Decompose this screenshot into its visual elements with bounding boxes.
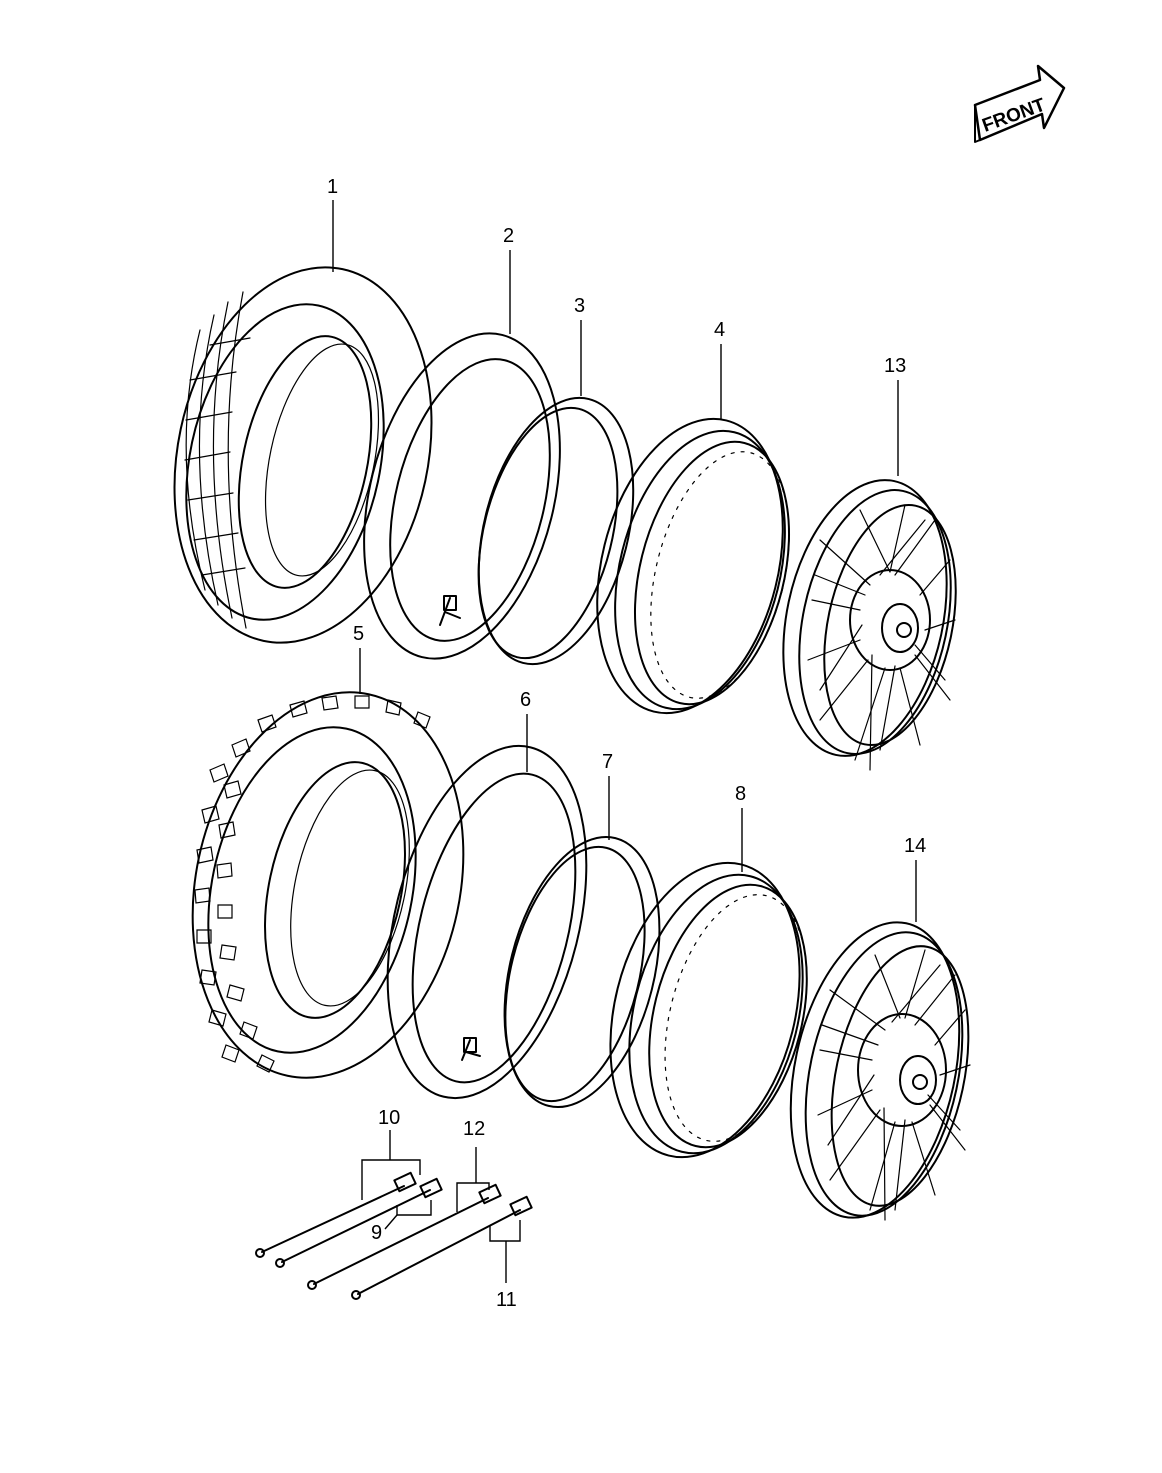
front-rim-band bbox=[477, 396, 635, 666]
front-wheel-assembly bbox=[782, 479, 957, 771]
label-4: 4 bbox=[714, 319, 725, 341]
front-tire bbox=[173, 266, 433, 644]
rear-wheel-assembly bbox=[789, 921, 971, 1221]
rear-tube bbox=[386, 744, 588, 1100]
spokes-group bbox=[255, 1171, 533, 1300]
label-1: 1 bbox=[327, 176, 338, 198]
label-2: 2 bbox=[503, 225, 514, 247]
label-13: 13 bbox=[884, 355, 906, 377]
rear-tire bbox=[191, 691, 465, 1079]
rear-rim bbox=[609, 861, 808, 1159]
label-12: 12 bbox=[463, 1118, 485, 1140]
label-7: 7 bbox=[602, 751, 613, 773]
rear-rim-band bbox=[503, 835, 661, 1109]
front-rim bbox=[596, 417, 791, 715]
label-10: 10 bbox=[378, 1107, 400, 1129]
label-5: 5 bbox=[353, 623, 364, 645]
label-9: 9 bbox=[371, 1222, 382, 1244]
label-6: 6 bbox=[520, 689, 531, 711]
wheel-spokes bbox=[817, 949, 971, 1221]
label-14: 14 bbox=[904, 835, 926, 857]
tire-tread-ribs bbox=[184, 291, 251, 629]
label-3: 3 bbox=[574, 295, 585, 317]
front-tube bbox=[363, 332, 561, 660]
wheel-spokes bbox=[807, 504, 956, 771]
tire-knobs bbox=[194, 695, 431, 1073]
label-11: 11 bbox=[496, 1289, 517, 1311]
front-arrow-icon: FRONT bbox=[973, 64, 1066, 143]
label-8: 8 bbox=[735, 783, 746, 805]
